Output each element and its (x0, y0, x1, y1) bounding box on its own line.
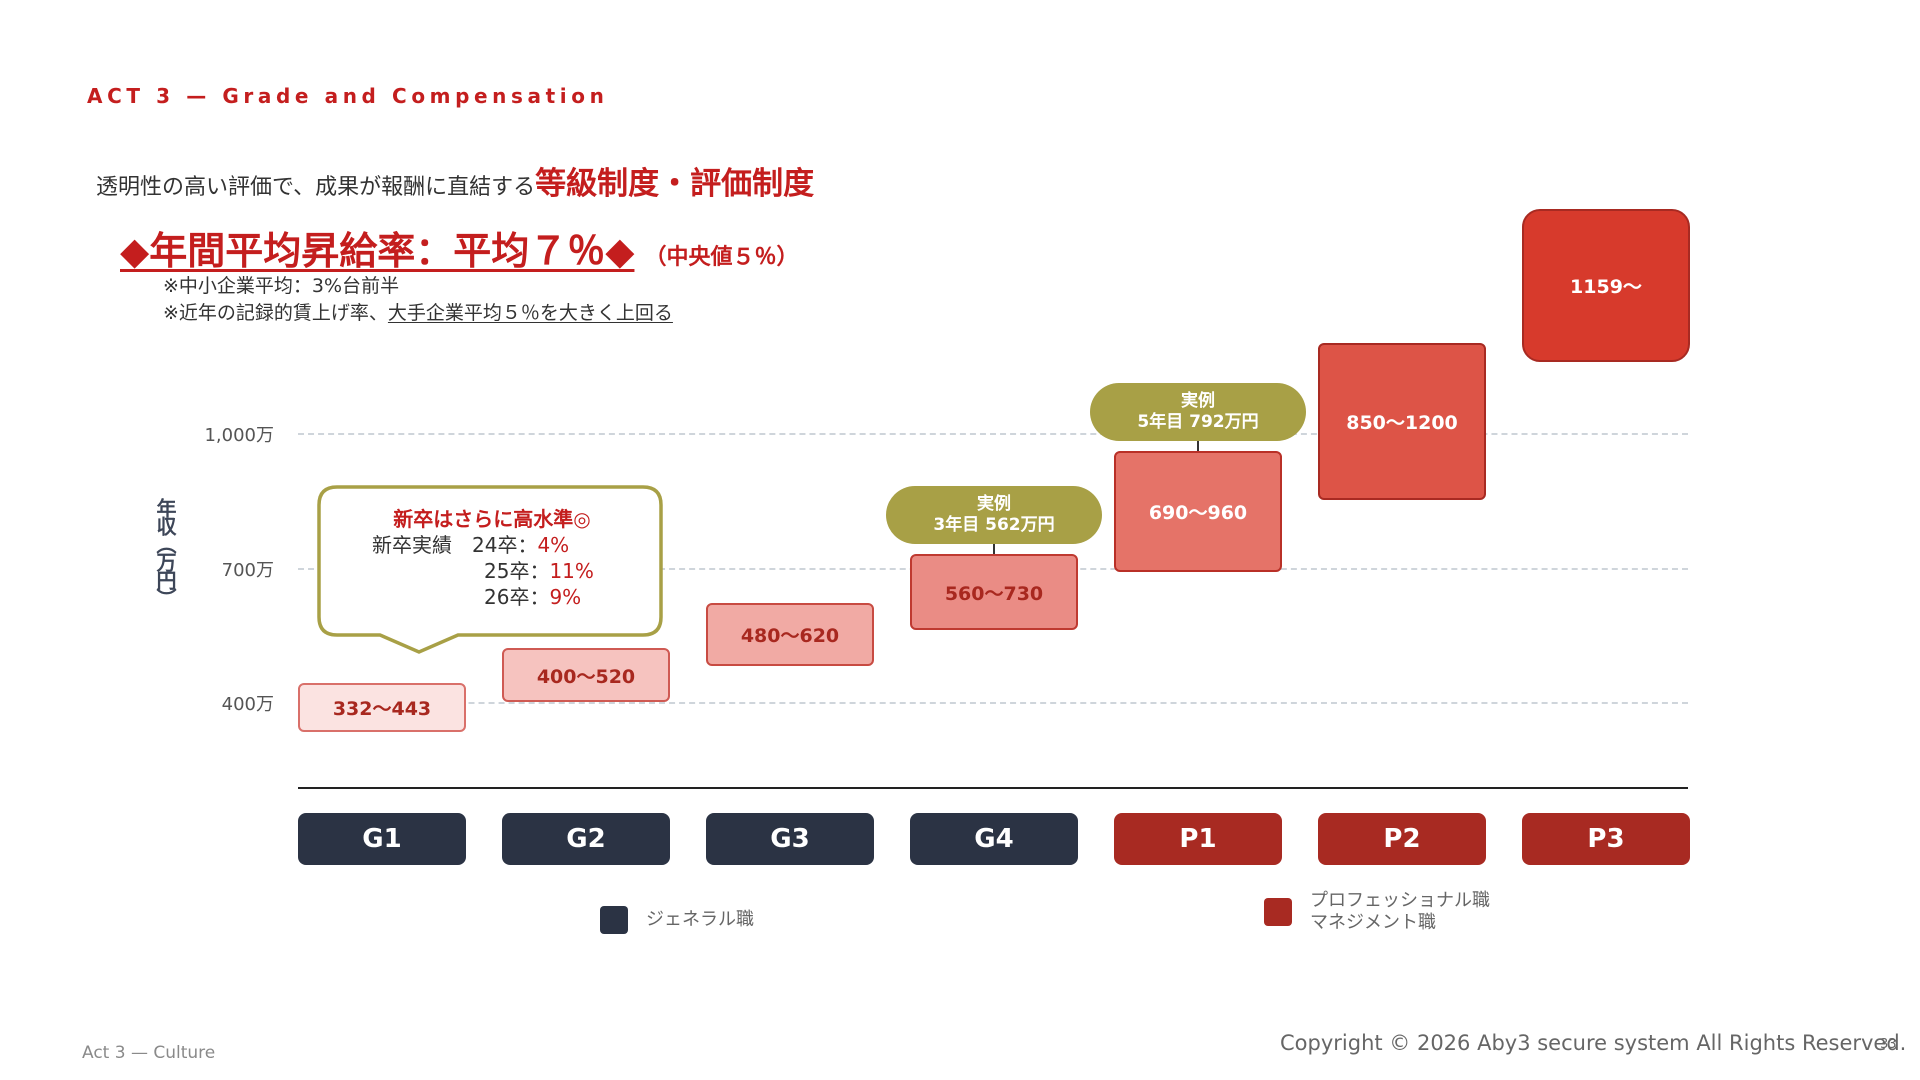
y-tick-label: 400万 (221, 694, 274, 715)
range-box-p1: 690〜960 (1114, 450, 1282, 572)
callout-outline (317, 485, 663, 654)
range-box-g1: 332〜443 (298, 682, 466, 733)
callout-row-prefix: 25卒： (484, 559, 550, 583)
callout-row-prefix: 新卒実績 24卒： (372, 533, 538, 557)
lead-normal-text: 透明性の高い評価で、成果が報酬に直結する (96, 175, 536, 200)
grade-button-g2[interactable]: G2 (502, 813, 670, 865)
range-label: 560〜730 (944, 582, 1044, 605)
range-box-p2: 850〜1200 (1318, 343, 1486, 501)
range-label: 1159〜 (1570, 275, 1642, 298)
gridline (298, 433, 1688, 435)
grade-button-g3[interactable]: G3 (706, 813, 874, 865)
example-line2: 5年目 792万円 (1137, 411, 1259, 432)
example-connector (1197, 440, 1199, 451)
legend-label-general: ジェネラル職 (646, 909, 754, 930)
page-number: 33 (1880, 1037, 1897, 1052)
range-label: 690〜960 (1148, 501, 1248, 524)
raise-headline: ◆年間平均昇給率：平均７％◆ （中央値５％） (120, 220, 798, 275)
lead-sentence: 透明性の高い評価で、成果が報酬に直結する等級制度・評価制度 (96, 158, 814, 203)
legend-general: ジェネラル職 (600, 906, 754, 934)
callout-row-prefix: 26卒： (484, 585, 550, 609)
legend-swatch-professional (1264, 898, 1292, 926)
range-label: 850〜1200 (1346, 412, 1458, 435)
callout-text: 新卒はさらに高水準◎ 新卒実績 24卒：4% 25卒：11% 26卒：9% (372, 506, 612, 610)
range-label: 400〜520 (536, 665, 636, 688)
example-line1: 実例 (1181, 390, 1215, 411)
grade-button-p2[interactable]: P2 (1318, 813, 1486, 865)
note-underlined: 大手企業平均５％を大きく上回る (387, 302, 673, 324)
range-box-g4: 560〜730 (910, 554, 1078, 631)
range-box-p3: 1159〜 (1522, 208, 1690, 362)
example-connector (993, 544, 995, 555)
y-tick-label: 1,000万 (204, 425, 274, 446)
legend-swatch-general (600, 906, 628, 934)
callout-row-value: 4% (537, 533, 570, 557)
grade-button-p1[interactable]: P1 (1114, 813, 1282, 865)
range-box-g2: 400〜520 (502, 648, 670, 702)
x-axis-line (298, 787, 1688, 789)
callout-bubble (317, 485, 663, 654)
example-line1: 実例 (977, 494, 1011, 515)
note-prefix: ※近年の記録的賃上げ率、 (163, 302, 388, 324)
callout-row-24: 新卒実績 24卒：4% (372, 532, 612, 558)
legend-professional: プロフェッショナル職 マネジメント職 (1264, 890, 1490, 934)
raise-median-text: （中央値５％） (644, 245, 799, 270)
grade-button-g4[interactable]: G4 (910, 813, 1078, 865)
act-title: ACT 3 — Grade and Compensation (87, 84, 609, 108)
range-box-g3: 480〜620 (706, 603, 874, 667)
legend-label-line1: プロフェッショナル職 (1310, 890, 1490, 911)
note-sme-average: ※中小企業平均：3%台前半 (163, 275, 400, 297)
legend-label-professional: プロフェッショナル職 マネジメント職 (1310, 890, 1490, 934)
footer-copyright: Copyright © 2026 Aby3 secure system All … (1280, 1031, 1907, 1055)
grade-button-g1[interactable]: G1 (298, 813, 466, 865)
range-label: 332〜443 (332, 698, 432, 721)
raise-main-text: ◆年間平均昇給率：平均７％◆ (120, 229, 635, 273)
callout-row-26: 26卒：9% (372, 584, 612, 610)
callout-row-value: 9% (549, 585, 582, 609)
callout-title: 新卒はさらに高水準◎ (393, 507, 591, 531)
lead-emphasis-text: 等級制度・評価制度 (535, 166, 815, 202)
range-label: 480〜620 (740, 625, 840, 648)
callout-row-value: 11% (549, 559, 594, 583)
y-tick-label: 700万 (221, 559, 274, 581)
note-large-company: ※近年の記録的賃上げ率、大手企業平均５％を大きく上回る (163, 298, 673, 325)
y-axis-label: 年収（万円） (153, 498, 177, 606)
callout-row-25: 25卒：11% (372, 558, 612, 584)
legend-label-line2: マネジメント職 (1310, 912, 1436, 933)
grade-button-p3[interactable]: P3 (1522, 813, 1690, 865)
footer-section-label: Act 3 — Culture (82, 1043, 216, 1063)
example-line2: 3年目 562万円 (933, 515, 1055, 536)
gridline (298, 702, 1688, 704)
